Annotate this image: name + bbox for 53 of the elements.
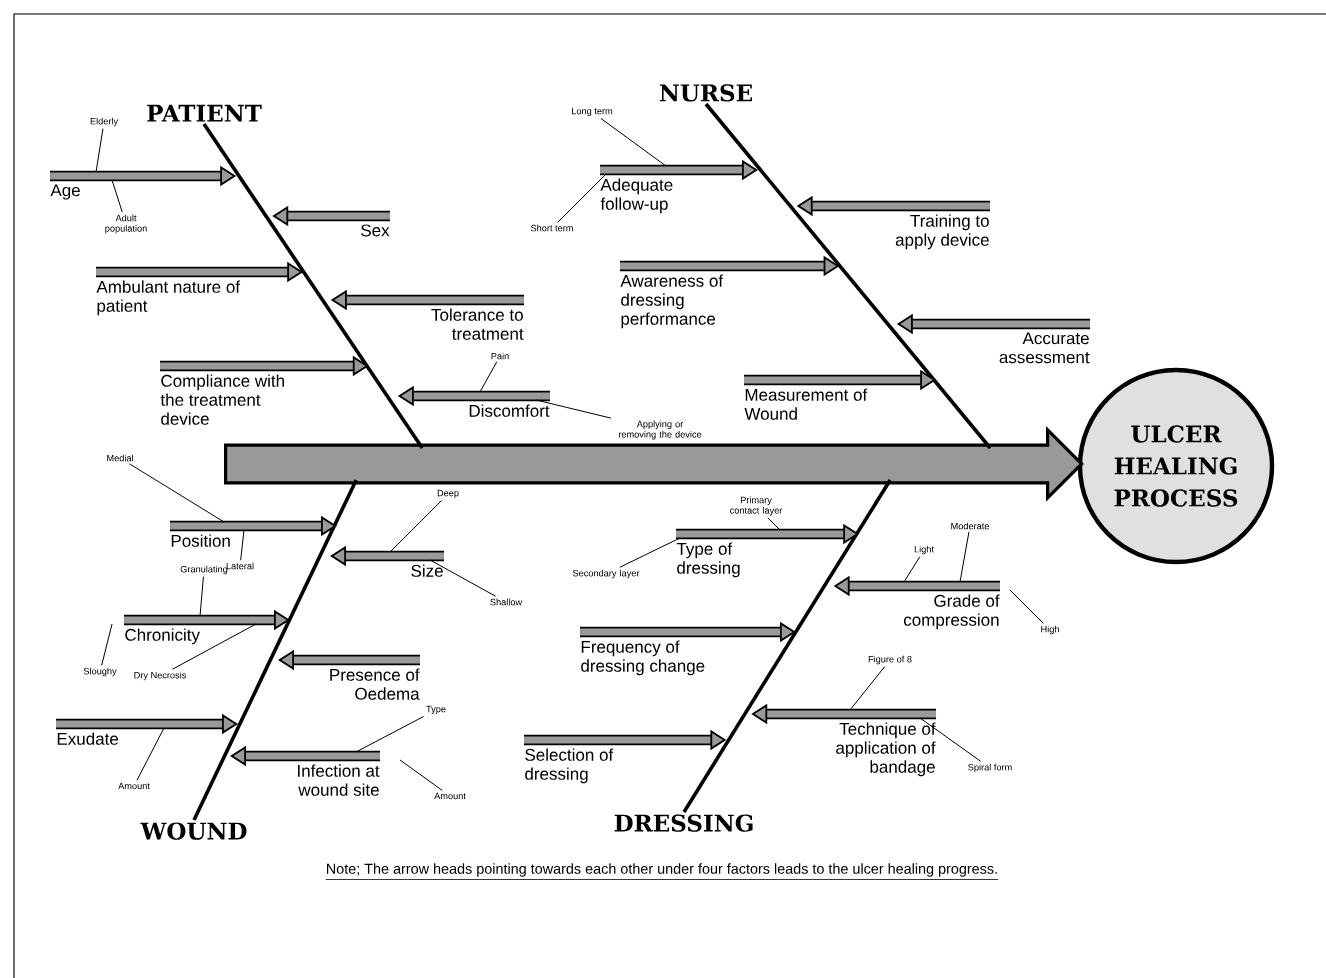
leader-line [959,531,970,583]
factor-label: Presence of Oedema [330,668,420,700]
leader-line [355,716,425,753]
leader-line [429,559,497,597]
category-label: WOUND [140,822,247,840]
leader-line [535,399,612,419]
bone-line [704,102,992,450]
leader-line [919,717,982,762]
category-label: PATIENT [147,104,262,122]
factor-label: Awareness of dressing performance [620,274,724,329]
factor-label: Adequate follow-up [600,178,673,214]
factor-label: Discomfort [469,404,550,417]
category-label: DRESSING [614,814,753,832]
factor-label: Exudate [57,732,119,745]
leader-line [619,537,681,568]
leader-line [171,623,257,670]
factor-label: Selection of dressing [525,748,614,784]
leader-line [1009,589,1044,624]
factor-label: Accurate assessment [999,332,1090,364]
leader-line [849,666,886,711]
leader-line [240,529,245,561]
factor-label: Chronicity [125,628,200,645]
leader-line [128,463,225,523]
factor-label: Compliance with the treatment device [160,374,284,425]
factor-label: Training to apply device [895,214,989,250]
leader-line [101,623,113,666]
leader-line [399,759,443,791]
leader-line [479,361,498,393]
leader-line [136,727,165,781]
bone-line [682,479,892,813]
leader-line [600,118,667,167]
factor-label: Infection at wound site [298,764,380,796]
bone-line [202,123,424,449]
leader-line [767,517,781,531]
leader-line [557,173,607,223]
factor-label: Ambulant nature of patient [96,280,241,316]
factor-label: Frequency of dressing change [581,640,705,676]
factor-label: Age [50,184,80,200]
factor-label: Technique of application of bandage [836,722,936,777]
leader-line [389,500,442,553]
factor-label: Type of dressing [676,542,740,578]
factor-label: Grade of compression [903,594,1000,630]
factor-label: Size [411,564,443,577]
leader-line [111,179,123,213]
factor-label: Sex [361,224,390,237]
factor-label: Tolerance to treatment [431,308,524,340]
leader-line [199,576,204,617]
category-label: NURSE [659,84,752,102]
leader-line [903,556,921,583]
factor-label: Measurement of Wound [744,388,868,420]
bone-line [192,479,358,821]
leader-line [95,128,104,173]
factor-label: Position [171,534,230,547]
